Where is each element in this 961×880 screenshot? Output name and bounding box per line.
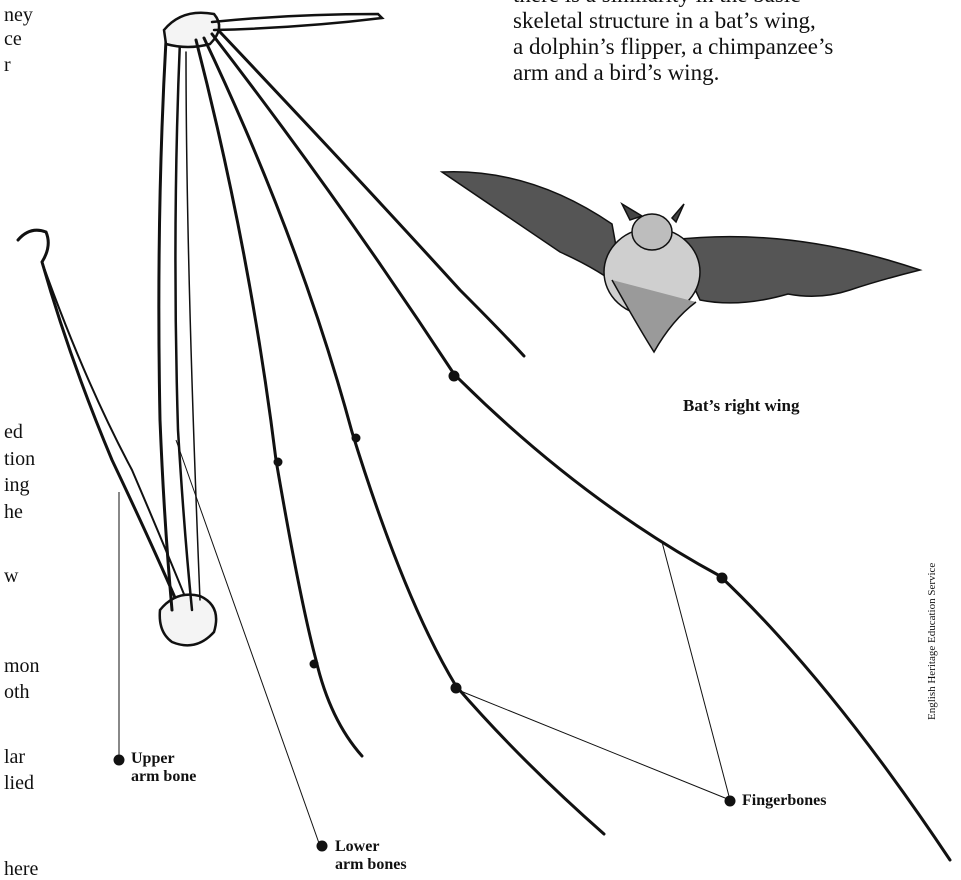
finger-bones [196, 32, 950, 860]
wrist-bones [164, 13, 219, 47]
bat-illustration [442, 172, 920, 352]
photo-credit: English Heritage Education Service [926, 563, 938, 720]
thumb-bone [212, 14, 382, 30]
lower-arm-label: Lower arm bones [335, 838, 407, 874]
upper-arm-bone [18, 230, 216, 645]
leader-lines [119, 440, 730, 846]
upper-arm-label: Upper arm bone [131, 750, 196, 786]
lower-arm-bones [159, 40, 200, 610]
label-dots [114, 755, 736, 852]
figure-caption: Bat’s right wing [683, 396, 800, 416]
fingerbones-label: Fingerbones [742, 792, 826, 810]
